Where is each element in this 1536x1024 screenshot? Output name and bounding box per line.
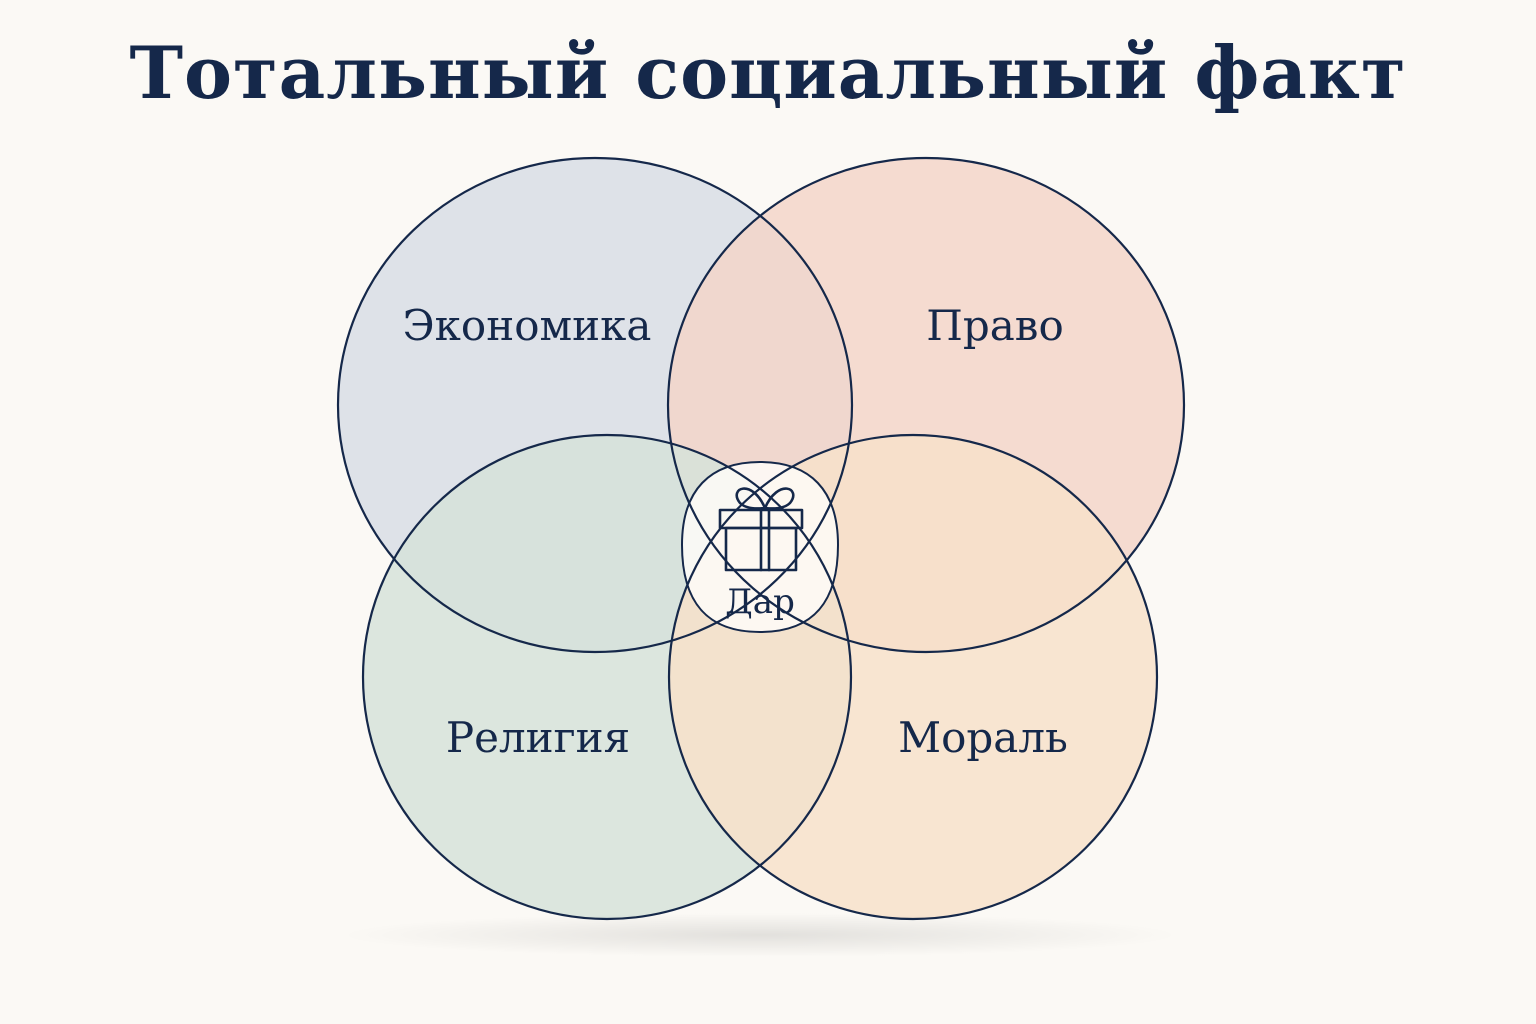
outline-center <box>680 460 840 634</box>
circle-outlines <box>336 156 1186 921</box>
diagram-shadow <box>340 913 1180 957</box>
outline-religion <box>361 433 853 921</box>
label-religion: Религия <box>446 713 630 762</box>
page-title: Тотальный социальный факт <box>129 30 1407 115</box>
gift-icon <box>718 487 804 572</box>
outline-economy <box>336 156 854 654</box>
outline-morality <box>667 433 1159 921</box>
label-law: Право <box>926 301 1063 350</box>
label-center-gift: Дар <box>725 582 795 622</box>
outline-law <box>666 156 1186 654</box>
label-economy: Экономика <box>403 301 652 350</box>
label-morality: Мораль <box>898 713 1068 762</box>
